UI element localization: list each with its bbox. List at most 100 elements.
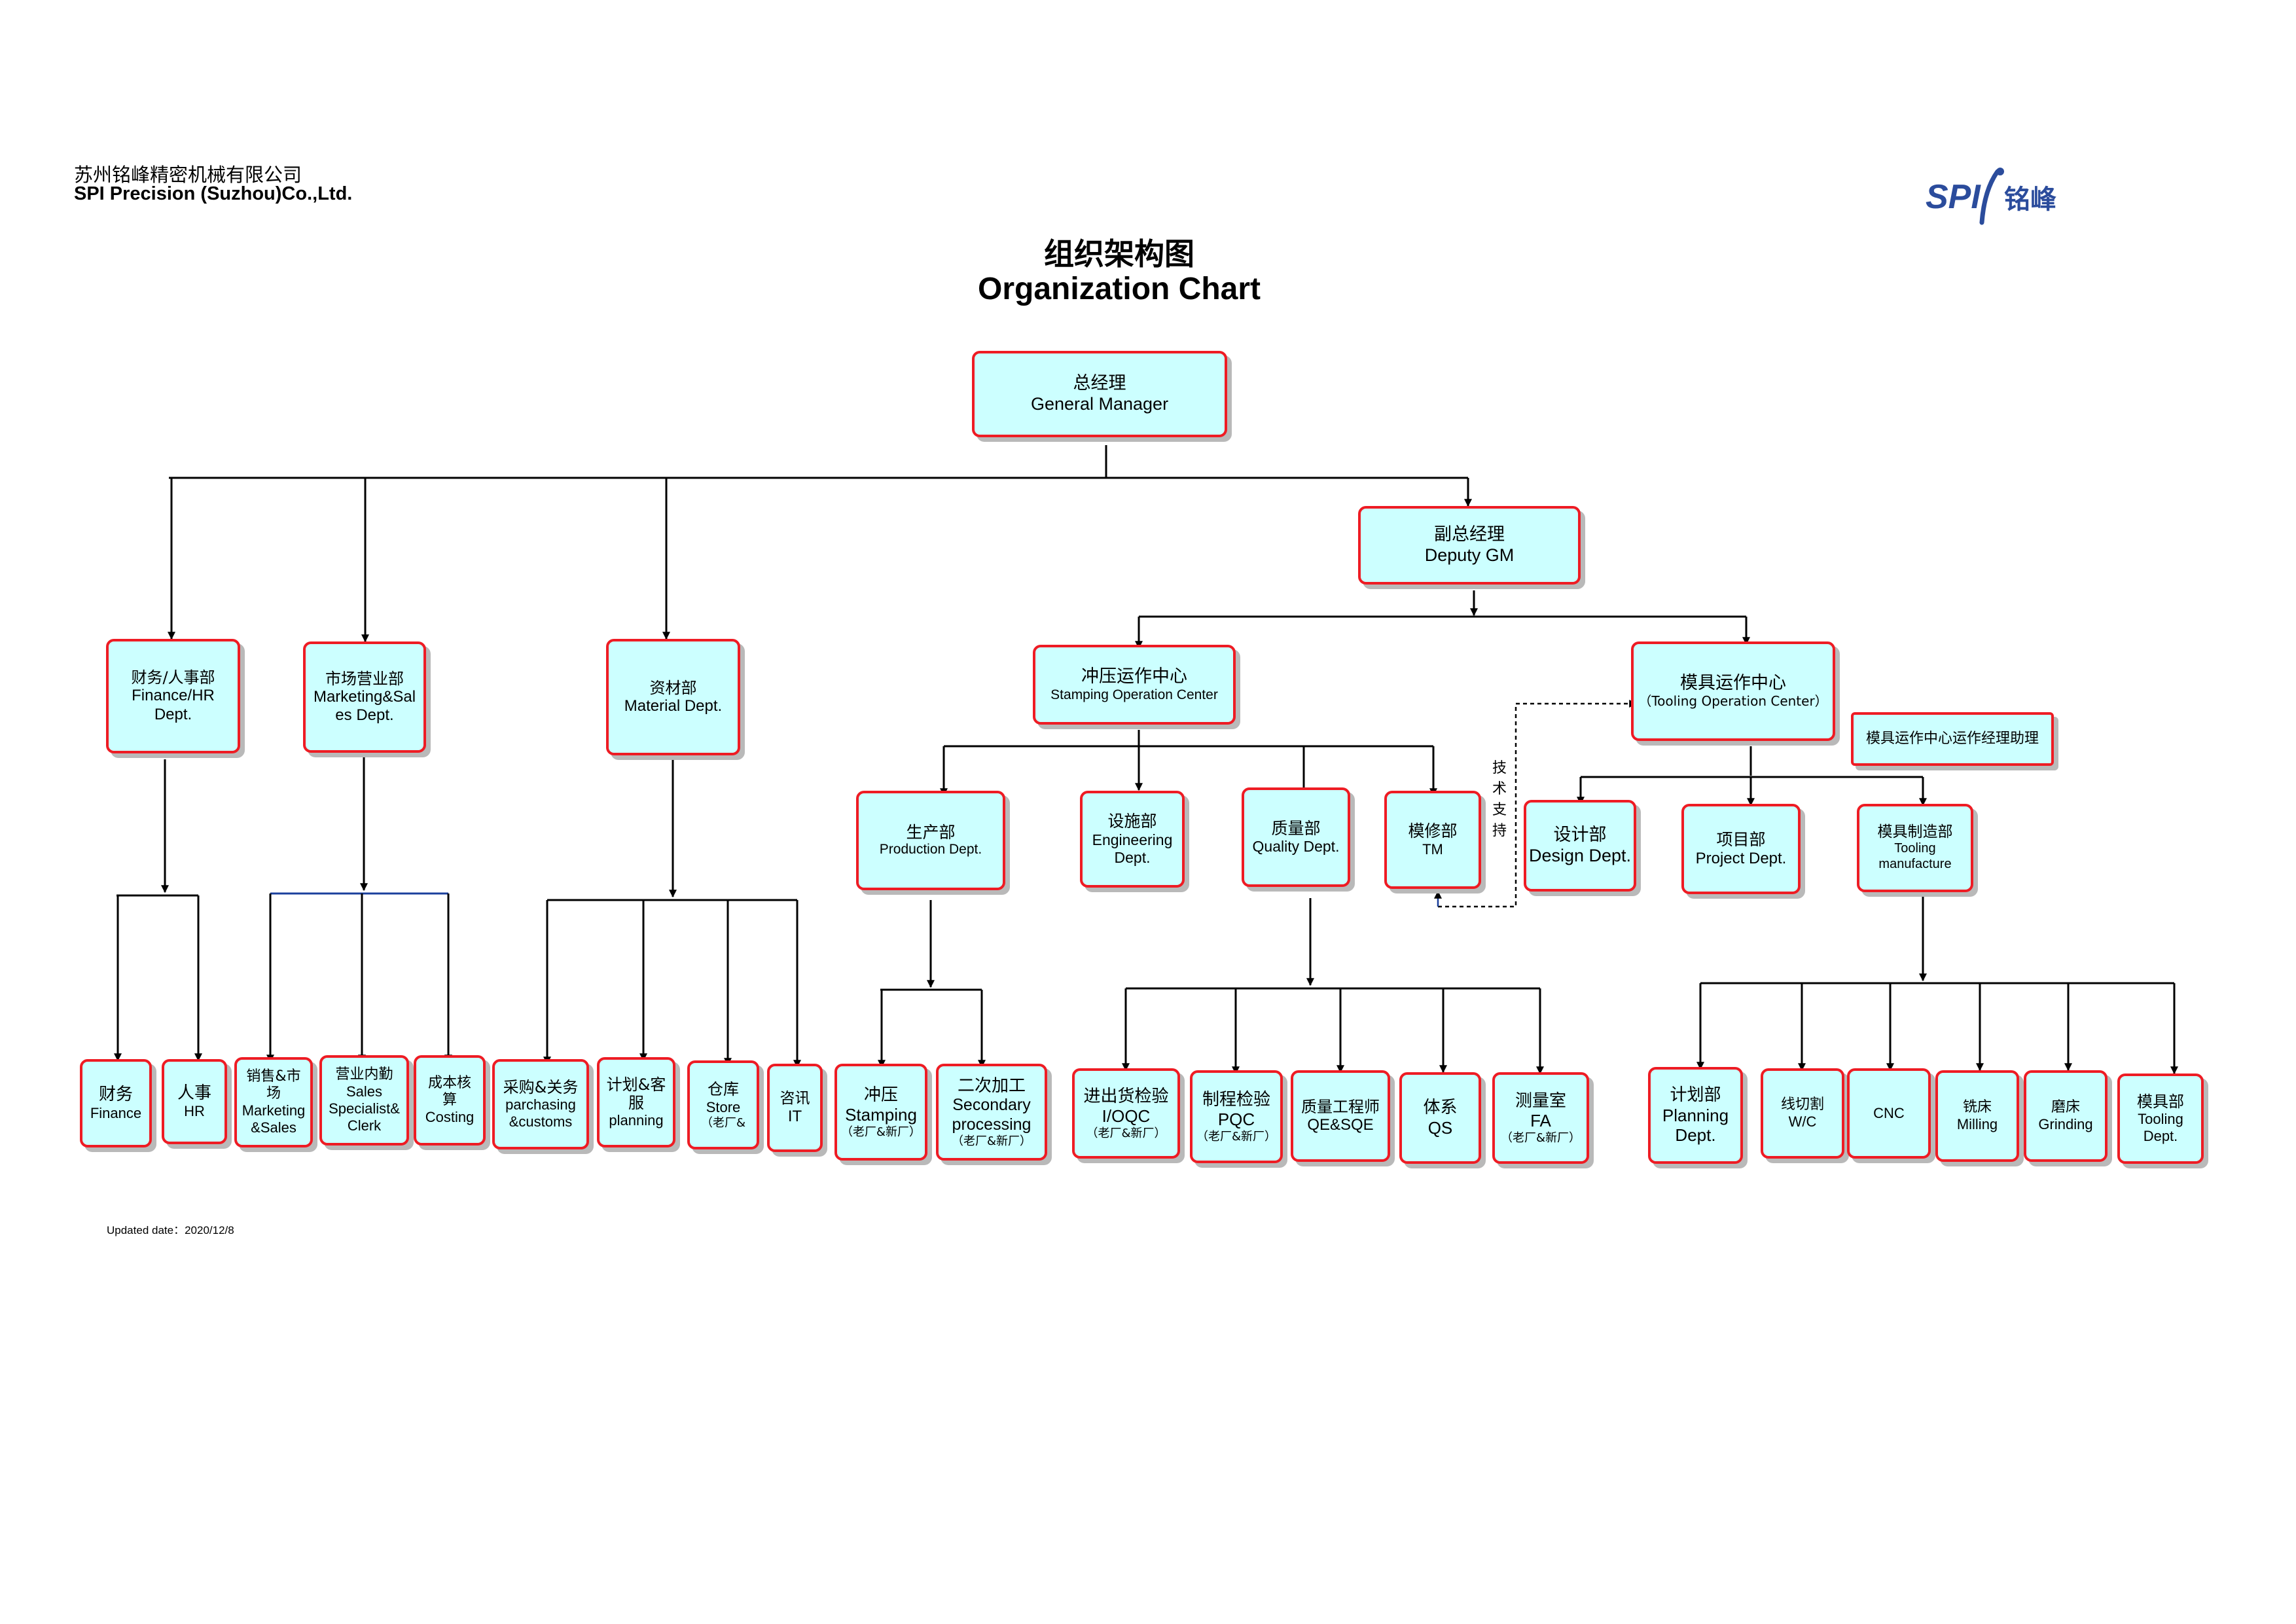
node-fa[interactable]: 测量室 FA （老厂&新厂） <box>1492 1072 1589 1164</box>
node-production-dept[interactable]: 生产部 Production Dept. <box>856 791 1005 890</box>
node-label-cn: 销售&市 <box>246 1068 301 1085</box>
node-label-en: Dept. <box>1675 1125 1716 1146</box>
node-label-cn: 冲压 <box>863 1085 898 1105</box>
node-label-cn: 设施部 <box>1107 812 1157 831</box>
node-tm-dept[interactable]: 模修部 TM <box>1384 791 1481 889</box>
node-pqc[interactable]: 制程检验 PQC （老厂&新厂） <box>1190 1070 1283 1163</box>
node-label-sub: （老厂& <box>700 1115 746 1130</box>
node-grinding[interactable]: 磨床 Grinding <box>2024 1070 2108 1162</box>
node-label-en: General Manager <box>1030 394 1169 414</box>
node-label-cn: 项目部 <box>1716 830 1766 850</box>
node-label-cn: 总经理 <box>1073 373 1126 394</box>
node-label-cn: 仓库 <box>708 1080 739 1099</box>
node-qs[interactable]: 体系 QS <box>1399 1072 1481 1164</box>
node-quality-dept[interactable]: 质量部 Quality Dept. <box>1242 787 1350 887</box>
node-label-en: Clerk <box>347 1117 382 1134</box>
node-general-manager[interactable]: 总经理 General Manager <box>972 351 1227 437</box>
node-marketing-dept[interactable]: 市场营业部 Marketing&Sal es Dept. <box>303 641 426 753</box>
node-label-en: Stamping Operation Center <box>1050 687 1218 702</box>
node-label-cn: 财务/人事部 <box>131 668 215 687</box>
node-label-cn: 人事 <box>177 1083 211 1103</box>
node-design-dept[interactable]: 设计部 Design Dept. <box>1524 800 1636 892</box>
node-label-cn: 采购&关务 <box>503 1077 579 1096</box>
node-label-sub: （老厂&新厂） <box>840 1125 922 1140</box>
node-costing[interactable]: 成本核 算 Costing <box>414 1055 486 1146</box>
node-label-en: Material Dept. <box>624 697 723 715</box>
node-label-cn: 质量工程师 <box>1301 1097 1380 1116</box>
node-label-en: Secondary <box>952 1096 1031 1115</box>
node-planning-cs[interactable]: 计划&客 服 planning <box>597 1057 675 1147</box>
node-label-sub: （老厂&新厂） <box>951 1134 1032 1149</box>
node-label-en: Engineering <box>1092 831 1173 848</box>
node-label-cn: 计划&客 <box>606 1075 666 1094</box>
node-finance[interactable]: 财务 Finance <box>80 1059 152 1147</box>
node-marketing-sales[interactable]: 销售&市 场 Marketing &Sales <box>234 1057 313 1147</box>
node-project-dept[interactable]: 项目部 Project Dept. <box>1681 804 1801 894</box>
spi-logo: SPI 铭峰 <box>1926 168 2056 225</box>
node-label-cn: 测量室 <box>1515 1091 1566 1111</box>
node-label-cn: 市场营业部 <box>325 669 404 688</box>
node-store[interactable]: 仓库 Store （老厂& <box>687 1060 759 1149</box>
node-label-en: Design Dept. <box>1528 846 1632 865</box>
node-tooling-dept[interactable]: 模具部 Tooling Dept. <box>2117 1074 2204 1164</box>
node-label-sub: （老厂&新厂） <box>1196 1130 1277 1144</box>
node-secondary-processing[interactable]: 二次加工 Secondary processing （老厂&新厂） <box>936 1064 1047 1161</box>
node-stamping-operation-center[interactable]: 冲压运作中心 Stamping Operation Center <box>1033 645 1236 725</box>
node-cnc[interactable]: CNC <box>1847 1068 1931 1159</box>
node-label-en: HR <box>184 1103 205 1120</box>
node-label-en: Project Dept. <box>1695 849 1787 867</box>
node-label-en: Dept. <box>2143 1128 2178 1145</box>
node-wire-cut[interactable]: 线切割 W/C <box>1761 1068 1844 1159</box>
node-engineering-dept[interactable]: 设施部 Engineering Dept. <box>1080 791 1185 888</box>
node-tooling-center-assistant[interactable]: 模具运作中心运作经理助理 <box>1851 712 2054 766</box>
node-label-cn: 咨讯 <box>780 1089 810 1107</box>
node-label-cn: 模修部 <box>1408 821 1458 841</box>
node-label-en: Planning <box>1662 1105 1729 1125</box>
node-label-en: Milling <box>1956 1116 1998 1132</box>
node-label-en: parchasing <box>505 1096 576 1113</box>
node-label-en: Sales <box>346 1083 383 1100</box>
node-stamping[interactable]: 冲压 Stamping （老厂&新厂） <box>834 1064 927 1161</box>
node-label-en: （Tooling Operation Center） <box>1638 693 1828 710</box>
node-label-en: Quality Dept. <box>1252 838 1340 856</box>
node-label-en: PQC <box>1217 1110 1255 1130</box>
node-label-en: Dept. <box>1114 848 1151 866</box>
node-tooling-manufacture[interactable]: 模具制造部 Tooling manufacture <box>1857 804 1973 892</box>
node-qe-sqe[interactable]: 质量工程师 QE&SQE <box>1291 1070 1390 1162</box>
updated-date: Updated date：2020/12/8 <box>107 1224 234 1236</box>
node-label-en: IT <box>787 1107 802 1125</box>
node-label-cn: 模具运作中心运作经理助理 <box>1865 731 2039 748</box>
node-label-sub: （老厂&新厂） <box>1086 1127 1166 1141</box>
node-label-en: CNC <box>1873 1105 1905 1122</box>
node-label-en: I/OQC <box>1102 1106 1151 1127</box>
node-label-cn: 成本核 <box>427 1075 471 1092</box>
node-purchasing[interactable]: 采购&关务 parchasing &customs <box>492 1059 589 1149</box>
node-label-cn: 算 <box>442 1092 457 1109</box>
node-tooling-operation-center[interactable]: 模具运作中心 （Tooling Operation Center） <box>1631 641 1835 741</box>
node-hr[interactable]: 人事 HR <box>162 1059 227 1144</box>
node-ioqc[interactable]: 进出货检验 I/OQC （老厂&新厂） <box>1072 1068 1180 1159</box>
node-label-cn: 磨床 <box>2051 1099 2080 1116</box>
node-label-cn: 模具运作中心 <box>1680 673 1786 694</box>
logo-swoosh-icon <box>1979 169 2000 225</box>
logo-dot-icon <box>1996 168 2004 175</box>
page-title-en: Organization Chart <box>977 272 1261 306</box>
node-label-en: Grinding <box>2038 1116 2093 1132</box>
node-label-en: W/C <box>1788 1113 1817 1130</box>
node-label-cn: 质量部 <box>1271 818 1321 838</box>
node-deputy-gm[interactable]: 副总经理 Deputy GM <box>1358 506 1581 585</box>
node-finance-hr-dept[interactable]: 财务/人事部 Finance/HR Dept. <box>106 639 240 753</box>
node-sales-specialist[interactable]: 营业内勤 Sales Specialist& Clerk <box>319 1055 409 1146</box>
node-label-en: Specialist& <box>329 1100 400 1117</box>
node-label-cn: 模具部 <box>2137 1092 2184 1111</box>
node-milling[interactable]: 铣床 Milling <box>1935 1070 2019 1162</box>
node-planning-dept[interactable]: 计划部 Planning Dept. <box>1648 1067 1743 1164</box>
node-it[interactable]: 咨讯 IT <box>767 1064 823 1152</box>
node-label-en: Finance <box>90 1104 142 1121</box>
node-label-cn: 计划部 <box>1670 1085 1721 1105</box>
node-material-dept[interactable]: 资材部 Material Dept. <box>606 639 740 755</box>
node-label-cn: 模具制造部 <box>1877 823 1953 841</box>
node-label-cn: 二次加工 <box>957 1075 1026 1096</box>
tech-support-note: 技术支持 <box>1492 760 1507 839</box>
